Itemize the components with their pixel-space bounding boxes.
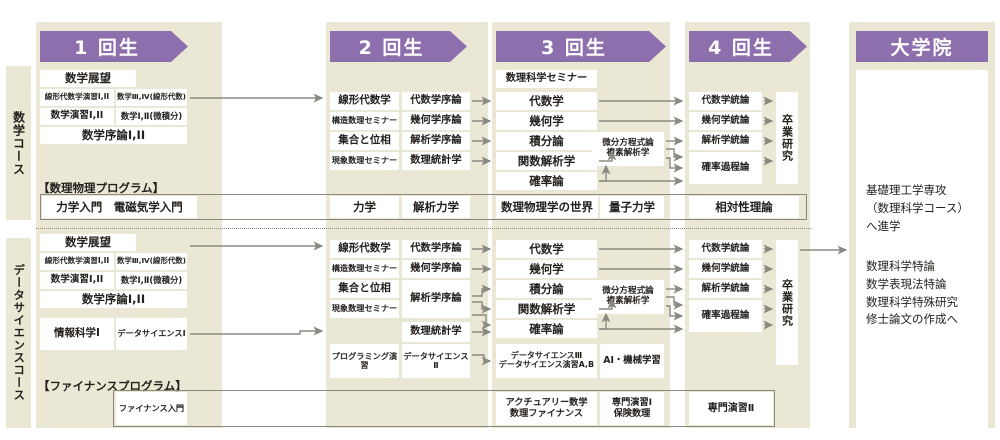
sidebar-item-label-math: 数学コース (11, 110, 26, 176)
finance-program-box (113, 390, 775, 427)
course-divider (36, 228, 811, 229)
ds-y3-geometry[interactable]: 幾何学 (496, 260, 597, 278)
ds-y3-functional-analysis[interactable]: 関数解析学 (496, 300, 597, 318)
graduate-panel (856, 70, 988, 428)
banner-year4: 4 回生 (689, 31, 807, 62)
math-physics-y2-analytical-mechanics[interactable]: 解析力学 (402, 196, 470, 218)
math-y3-probability-theory[interactable]: 確率論 (496, 172, 597, 190)
math-y4-analysis-general[interactable]: 解析学統論 (689, 132, 762, 150)
ds-y4-analysis-general[interactable]: 解析学統論 (689, 280, 762, 298)
math-y1-math-exercise[interactable]: 数学演習I,II (40, 108, 114, 125)
finance-y4-seminar2[interactable]: 専門演習Ⅱ (689, 392, 773, 425)
ds-y1-overview[interactable]: 数学展望 (40, 234, 136, 251)
math-y1-math34-linear-algebra[interactable]: 数学Ⅲ,Ⅳ(線形代数) (116, 89, 187, 106)
ds-y2-linear-algebra[interactable]: 線形代数学 (330, 240, 399, 258)
math-y2-analysis-intro[interactable]: 解析学序論 (402, 132, 470, 150)
finance-program-label: 【ファイナンスプログラム】 (38, 379, 187, 393)
math-y2-linear-algebra[interactable]: 線形代数学 (330, 92, 399, 110)
ds-y4-graduation-research[interactable]: 卒業研究 (776, 240, 798, 365)
banner-year1: 1 回生 (40, 31, 188, 62)
math-y4-geometry-general[interactable]: 幾何学統論 (689, 112, 762, 130)
finance-y3-actuarial[interactable]: アクチュアリー数学 数理ファイナンス (496, 392, 597, 425)
ds-y2-geometry-intro[interactable]: 幾何学序論 (402, 260, 470, 278)
math-physics-y4-relativity[interactable]: 相対性理論 (689, 196, 799, 218)
math-y2-geometry-intro[interactable]: 幾何学序論 (402, 112, 470, 130)
math-y1-overview[interactable]: 数学展望 (40, 70, 136, 87)
ds-y2-phenomena-seminar[interactable]: 現象数理セミナー (330, 300, 399, 318)
math-physics-program-label: 【数理物理プログラム】 (38, 181, 165, 195)
math-physics-y3-quantum[interactable]: 量子力学 (600, 196, 664, 218)
banner-graduate: 大学院 (856, 31, 988, 62)
graduate-studies-text: 数理科学特論 数学表現法特論 数理科学特殊研究 修士論文の作成へ (866, 259, 958, 327)
ds-y3-probability-theory[interactable]: 確率論 (496, 320, 597, 338)
math-y3-geometry[interactable]: 幾何学 (496, 112, 597, 130)
ds-y2-mathematical-statistics[interactable]: 数理統計学 (402, 322, 470, 342)
math-y3-seminar[interactable]: 数理科学セミナー (496, 70, 597, 88)
math-y2-mathematical-statistics[interactable]: 数理統計学 (402, 152, 470, 170)
math-y1-linear-algebra-exercise[interactable]: 線形代数学演習I,II (40, 89, 114, 106)
math-y4-algebra-general[interactable]: 代数学統論 (689, 92, 762, 110)
ds-y1-math12-calculus[interactable]: 数学I,Ⅱ(微積分) (116, 272, 187, 289)
ds-y1-data-science-1[interactable]: データサイエンスI (116, 318, 187, 350)
ds-y2-data-science-2[interactable]: データサイエンスⅡ (402, 344, 470, 378)
math-y3-integration-theory[interactable]: 積分論 (496, 132, 597, 150)
math-y3-differential-complex-box[interactable]: 微分方程式論 複素解析学 (592, 132, 664, 166)
ds-y3-algebra[interactable]: 代数学 (496, 240, 597, 258)
ds-y1-linear-algebra-exercise[interactable]: 線形代数学演習I,II (40, 253, 114, 270)
ds-y3-data-science-3[interactable]: データサイエンスⅢ データサイエンス演習A,B (496, 344, 597, 378)
ds-y4-geometry-general[interactable]: 幾何学統論 (689, 260, 762, 278)
finance-y3-seminar1[interactable]: 専門演習I 保険数理 (600, 392, 664, 425)
finance-y1-intro[interactable]: ファイナンス入門 (116, 392, 187, 425)
math-y1-math12-calculus[interactable]: 数学I,Ⅱ(微積分) (116, 108, 187, 125)
math-physics-y3-world[interactable]: 数理物理学の世界 (496, 196, 598, 218)
math-y2-phenomena-seminar[interactable]: 現象数理セミナー (330, 152, 399, 170)
banner-year2: 2 回生 (330, 31, 467, 62)
ds-y3-ai-machine-learning[interactable]: AI・機械学習 (600, 344, 664, 378)
ds-y2-structural-seminar[interactable]: 構造数理セミナー (330, 260, 399, 278)
math-y4-stochastic-process[interactable]: 確率過程論 (689, 152, 762, 184)
ds-y4-algebra-general[interactable]: 代数学統論 (689, 240, 762, 258)
sidebar-math-course: 数学コース (6, 66, 31, 220)
sidebar-item-label-ds: データサイエンスコース (12, 264, 27, 402)
math-y1-math-intro[interactable]: 数学序論I,II (40, 127, 187, 144)
math-y2-sets-topology[interactable]: 集合と位相 (330, 132, 399, 150)
math-y3-algebra[interactable]: 代数学 (496, 92, 597, 110)
graduate-admission-text: 基礎理工学専攻 （数理科学コース） へ進学 (866, 183, 969, 233)
column-bg-year4 (685, 22, 810, 428)
math-y4-graduation-research[interactable]: 卒業研究 (776, 92, 798, 184)
sidebar-data-science-course: データサイエンスコース (6, 238, 31, 428)
math-y2-algebra-intro[interactable]: 代数学序論 (402, 92, 470, 110)
ds-y2-algebra-intro[interactable]: 代数学序論 (402, 240, 470, 258)
ds-y1-math-intro[interactable]: 数学序論I,II (40, 291, 187, 308)
math-y2-structural-seminar[interactable]: 構造数理セミナー (330, 112, 399, 130)
ds-y3-integration-theory[interactable]: 積分論 (496, 280, 597, 298)
ds-y3-differential-complex-box[interactable]: 微分方程式論 複素解析学 (592, 280, 664, 314)
ds-y2-sets-topology[interactable]: 集合と位相 (330, 280, 399, 298)
ds-y4-stochastic-process[interactable]: 確率過程論 (689, 300, 762, 332)
ds-y1-math34-linear-algebra[interactable]: 数学Ⅲ,Ⅳ(線形代数) (116, 253, 187, 270)
banner-year3: 3 回生 (496, 31, 666, 62)
math-physics-program-box (40, 194, 807, 220)
math-physics-y2-mechanics[interactable]: 力学 (330, 196, 399, 218)
ds-y1-math-exercise[interactable]: 数学演習I,II (40, 272, 114, 289)
math-physics-y1[interactable]: 力学入門 電磁気学入門 (42, 196, 197, 218)
ds-y2-programming-exercise[interactable]: プログラミング演習 (330, 344, 399, 378)
math-y3-functional-analysis[interactable]: 関数解析学 (496, 152, 597, 170)
ds-y2-analysis-intro[interactable]: 解析学序論 (402, 280, 470, 318)
ds-y1-information-science[interactable]: 情報科学I (40, 318, 114, 350)
